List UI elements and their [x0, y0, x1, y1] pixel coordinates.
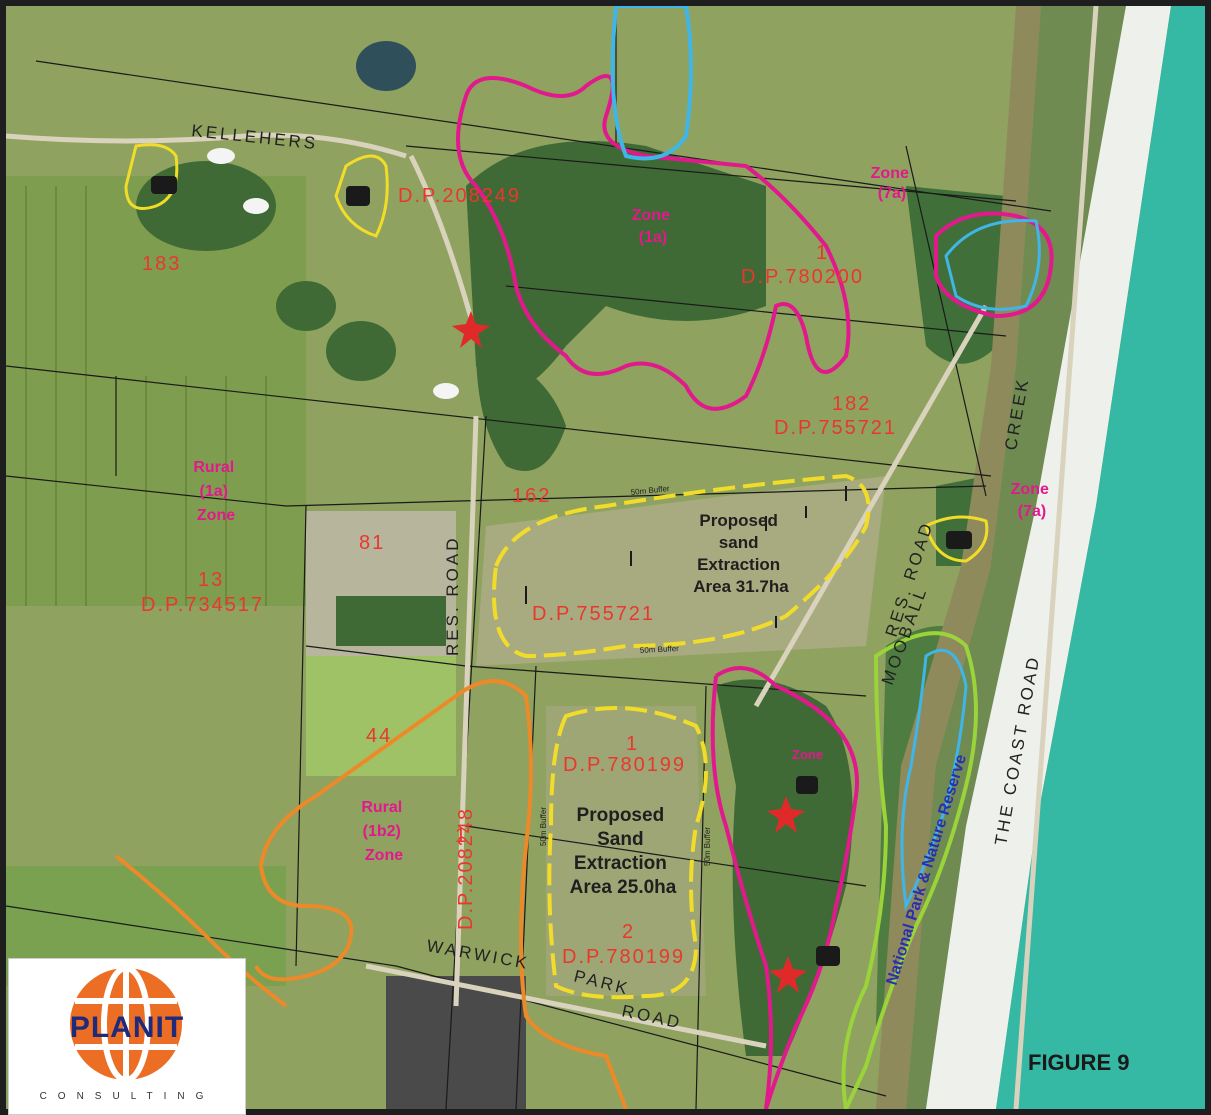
- extraction-area-north-boundary: [492, 473, 871, 659]
- star-marker-south[interactable]: [769, 956, 807, 993]
- zone-label-7a-north: Zone (7a): [871, 165, 914, 202]
- coastal-dune-vegetation: [906, 6, 1126, 1109]
- road-label-res-road-west: RES. ROAD: [443, 535, 462, 656]
- reserve-wetland-blue: [900, 648, 968, 912]
- lot-label-162: 162: [512, 485, 551, 507]
- logo-wordmark: PLANIT: [69, 1011, 185, 1044]
- rural-1b2-west-edge: [114, 854, 288, 1008]
- globe-icon: [70, 965, 182, 1083]
- south-extraction-field: [546, 706, 706, 996]
- zone-label-wetland: Zone: [792, 747, 823, 762]
- lot-label-1-dp208248-number: 1: [455, 825, 468, 847]
- lot-label-2-dp780199-number: 2: [622, 921, 635, 943]
- zone-7a-wetland-boundary: [934, 211, 1054, 319]
- yellow-boundary-center: [334, 154, 389, 238]
- lot-label-182-dp755721: D.P.755721: [774, 417, 897, 439]
- lot-label-182-number: 182: [832, 393, 871, 415]
- lot-label-81: 81: [359, 532, 385, 554]
- planit-logo: PLANIT CONSULTING: [8, 958, 246, 1115]
- lot-label-44: 44: [366, 725, 392, 747]
- figure-label: FIGURE 9: [1028, 1050, 1130, 1075]
- lot-label-1-dp780199-number: 1: [626, 733, 639, 755]
- zone-label-rural-1b2: Rural (1b2) Zone: [361, 799, 406, 864]
- lot-label-2-dp780199: D.P.780199: [562, 946, 685, 968]
- road-lines: [6, 6, 1099, 1109]
- lot-label-dp208249: D.P.208249: [398, 185, 521, 207]
- extraction-area-north-label: Proposed sand Extraction Area 31.7ha: [693, 511, 789, 596]
- rural-1b2-zone-boundary: [254, 679, 628, 1109]
- lot-label-dp755721: D.P.755721: [532, 603, 655, 625]
- extraction-area-south-boundary: [547, 706, 708, 1000]
- yellow-boundary-creek: [924, 515, 989, 563]
- buffer-label-north-south-edge: 50m Buffer: [640, 644, 680, 655]
- buffer-label-north: 50m Buffer: [630, 484, 670, 497]
- lot-label-1-dp208248: D.P.208248: [455, 807, 477, 930]
- species-marker-icons[interactable]: [151, 176, 972, 966]
- logo-subtitle: CONSULTING: [39, 1091, 215, 1102]
- lot-label-13-number: 13: [198, 569, 224, 591]
- zone-label-7a-creek: Zone (7a): [1011, 481, 1054, 520]
- extraction-area-south-label: Proposed Sand Extraction Area 25.0ha: [570, 805, 677, 898]
- zone-label-rural-1a: Rural (1a) Zone: [193, 459, 238, 524]
- reserve-boundary: [841, 631, 978, 1109]
- lot-label-1-dp780200-number: 1: [816, 242, 829, 264]
- wetland-blue-north: [610, 6, 693, 161]
- star-marker-north[interactable]: [452, 311, 490, 348]
- zone-7-south-boundary: [710, 666, 859, 1109]
- white-bird-markers: [207, 148, 459, 399]
- buffer-dash-marks: [525, 486, 847, 628]
- buffer-label-south-east: 50m Buffer: [703, 827, 712, 866]
- lot-label-1-dp780200: D.P.780200: [741, 266, 864, 288]
- ocean: [996, 6, 1205, 1109]
- buffer-label-south-west: 50m Buffer: [539, 807, 548, 846]
- cane-field-rows: [25, 186, 267, 606]
- star-marker-wetland[interactable]: [767, 796, 805, 833]
- lot-label-183: 183: [142, 253, 181, 275]
- lot-label-1-dp780199: D.P.780199: [563, 754, 686, 776]
- lot-label-13-dp734517: D.P.734517: [141, 594, 264, 616]
- mooball-creek: [876, 6, 1041, 1109]
- zone-label-1a-forest: Zone (1a): [632, 207, 675, 246]
- aerial-map[interactable]: KELLEHERS RES. ROAD RES. ROAD WARWICK PA…: [6, 6, 1205, 1109]
- wetland-blue-east: [944, 218, 1041, 311]
- cane-fields-west: [6, 176, 306, 606]
- beach: [926, 6, 1171, 1109]
- field-44: [306, 656, 456, 776]
